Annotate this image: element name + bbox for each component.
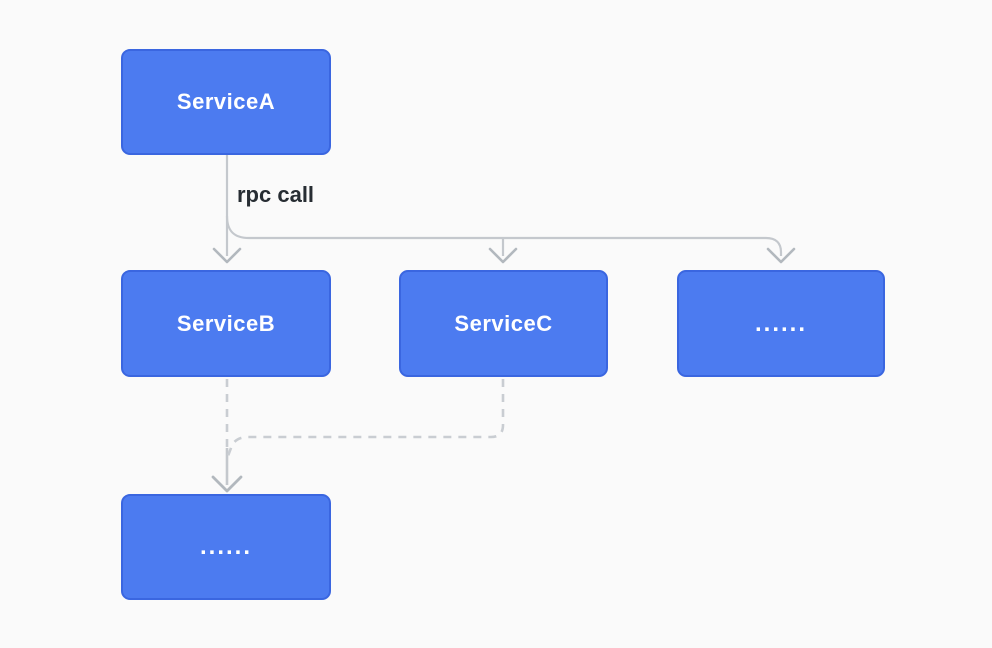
arrowhead-icon — [212, 247, 242, 264]
node-service-b: ServiceB — [121, 270, 331, 377]
arrowhead-icon — [488, 247, 518, 264]
arrowhead-icon — [211, 475, 243, 493]
node-label: ...... — [754, 309, 807, 337]
edge-label-rpc-call: rpc call — [237, 182, 315, 207]
node-service-c: ServiceC — [399, 270, 608, 377]
node-label: ServiceC — [454, 310, 553, 336]
node-label: ...... — [199, 533, 252, 560]
edge-servicea-bus — [225, 215, 796, 264]
node-label: ServiceB — [176, 310, 276, 336]
node-more-downstream: ...... — [121, 494, 331, 600]
edge-servicec-downstream — [226, 379, 505, 457]
node-service-a: ServiceA — [121, 49, 331, 155]
edge-servicea-serviceb — [212, 155, 242, 264]
edge-serviceb-downstream — [211, 379, 243, 493]
node-more-services: ...... — [677, 270, 885, 377]
node-label: ServiceA — [176, 89, 276, 114]
edge-servicea-servicec — [488, 238, 518, 264]
arrowhead-icon — [766, 247, 796, 264]
